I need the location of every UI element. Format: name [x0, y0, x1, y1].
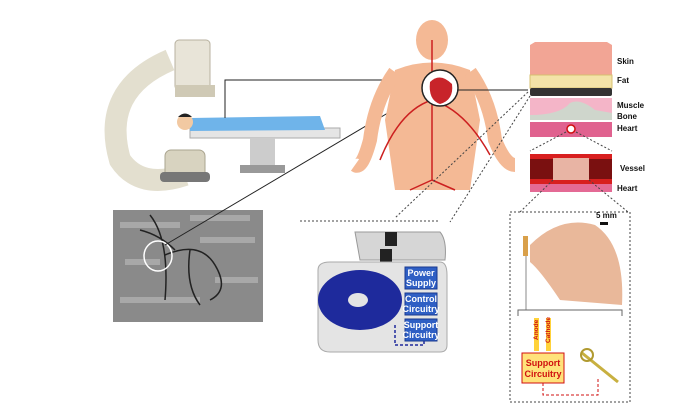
cathode-label: Cathode	[545, 317, 552, 343]
scale-bar-label: 5 mm	[596, 211, 617, 220]
connector-line	[224, 79, 440, 118]
svg-text:Circuitry: Circuitry	[402, 304, 439, 314]
svg-text:Control: Control	[405, 294, 437, 304]
patient-on-table	[177, 113, 341, 173]
angiogram-image	[113, 210, 263, 322]
receiver-coil-icon	[581, 351, 619, 384]
svg-text:Support: Support	[404, 320, 439, 330]
hand-with-implant: 5 mm	[517, 211, 623, 316]
c-arm-scanner	[104, 39, 215, 191]
support-circuitry-line2: Circuitry	[402, 330, 439, 340]
support-circuitry-line1: Support	[404, 320, 439, 330]
power-supply-line1: Power	[407, 268, 435, 278]
implant-support-line2: Circuitry	[524, 369, 561, 379]
transmitter-pad	[530, 88, 612, 96]
svg-text:Power: Power	[407, 268, 435, 278]
anode-label: Anode	[533, 319, 540, 340]
svg-text:Supply: Supply	[406, 278, 436, 288]
scale-bar	[600, 222, 608, 225]
tissue-cross-section	[529, 42, 613, 192]
label-skin: Skin	[617, 57, 634, 66]
implant-support-line1: Support	[526, 358, 561, 368]
transmitter-device: Power Supply Control Circuitry Support C…	[317, 231, 448, 353]
label-vessel: Vessel	[620, 164, 645, 173]
label-heart-top: Heart	[617, 124, 638, 133]
implant-device	[523, 236, 528, 256]
highlight-circle	[143, 240, 173, 272]
implant-schematic: Anode Cathode Support Circuitry	[521, 317, 619, 396]
label-fat: Fat	[617, 76, 629, 85]
label-muscle: Muscle	[617, 101, 645, 110]
zoom-line	[164, 87, 431, 246]
control-circuitry-line1: Control	[405, 294, 437, 304]
control-circuitry-line2: Circuitry	[402, 304, 439, 314]
tissue-labels: Skin Fat Muscle Bone Heart Vessel Heart	[617, 57, 645, 193]
human-body	[350, 20, 517, 191]
svg-text:Circuitry: Circuitry	[402, 330, 439, 340]
label-bone: Bone	[617, 112, 638, 121]
power-supply-line2: Supply	[406, 278, 436, 288]
label-heart-bottom: Heart	[617, 184, 638, 193]
